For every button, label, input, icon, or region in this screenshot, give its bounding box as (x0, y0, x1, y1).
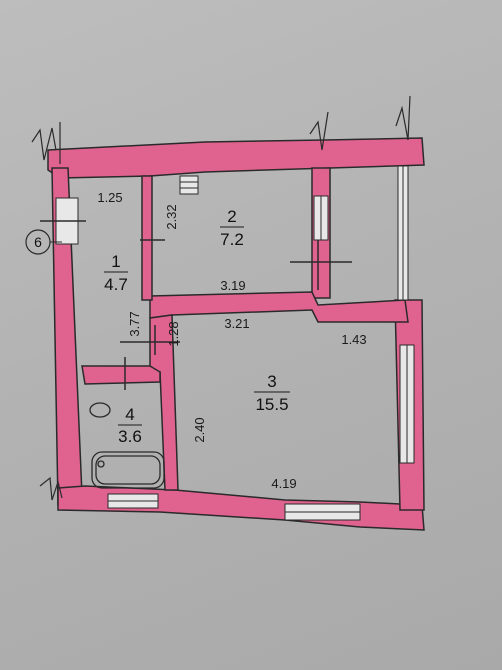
dim-room3-width: 4.19 (271, 476, 296, 491)
room-4-area: 3.6 (118, 427, 142, 446)
door-marks (40, 220, 352, 390)
vent-top (179, 175, 199, 195)
room-2-number: 2 (227, 207, 236, 226)
toilet-icon (89, 402, 111, 418)
room-1-area: 4.7 (104, 275, 128, 294)
dim-room2-width: 3.19 (220, 278, 245, 293)
axis-label: 6 (34, 234, 42, 250)
dim-room2-height: 2.32 (164, 204, 179, 229)
room-labels: 1 4.7 2 7.2 3 15.5 4 3.6 (104, 207, 290, 446)
dim-hall-length: 3.77 (127, 311, 142, 336)
corner-markers (31, 95, 411, 501)
dim-hall-width: 1.25 (97, 190, 122, 205)
dimension-labels: 1.25 2.32 3.19 3.77 3.21 1.28 1.43 2.40 … (97, 190, 366, 491)
dim-balcony-depth: 1.43 (341, 332, 366, 347)
room-4-number: 4 (125, 405, 134, 424)
windows (55, 165, 415, 521)
dim-room3-top: 3.21 (224, 316, 249, 331)
axis-marker: 6 (25, 229, 62, 255)
room-3-number: 3 (267, 372, 276, 391)
dim-corridor: 1.28 (166, 321, 181, 346)
bathroom-fixtures (89, 402, 165, 489)
dim-room3-height: 2.40 (192, 417, 207, 442)
room-3-area: 15.5 (255, 395, 288, 414)
room-1-number: 1 (111, 252, 120, 271)
bathtub-icon (91, 451, 165, 489)
room-2-area: 7.2 (220, 230, 244, 249)
